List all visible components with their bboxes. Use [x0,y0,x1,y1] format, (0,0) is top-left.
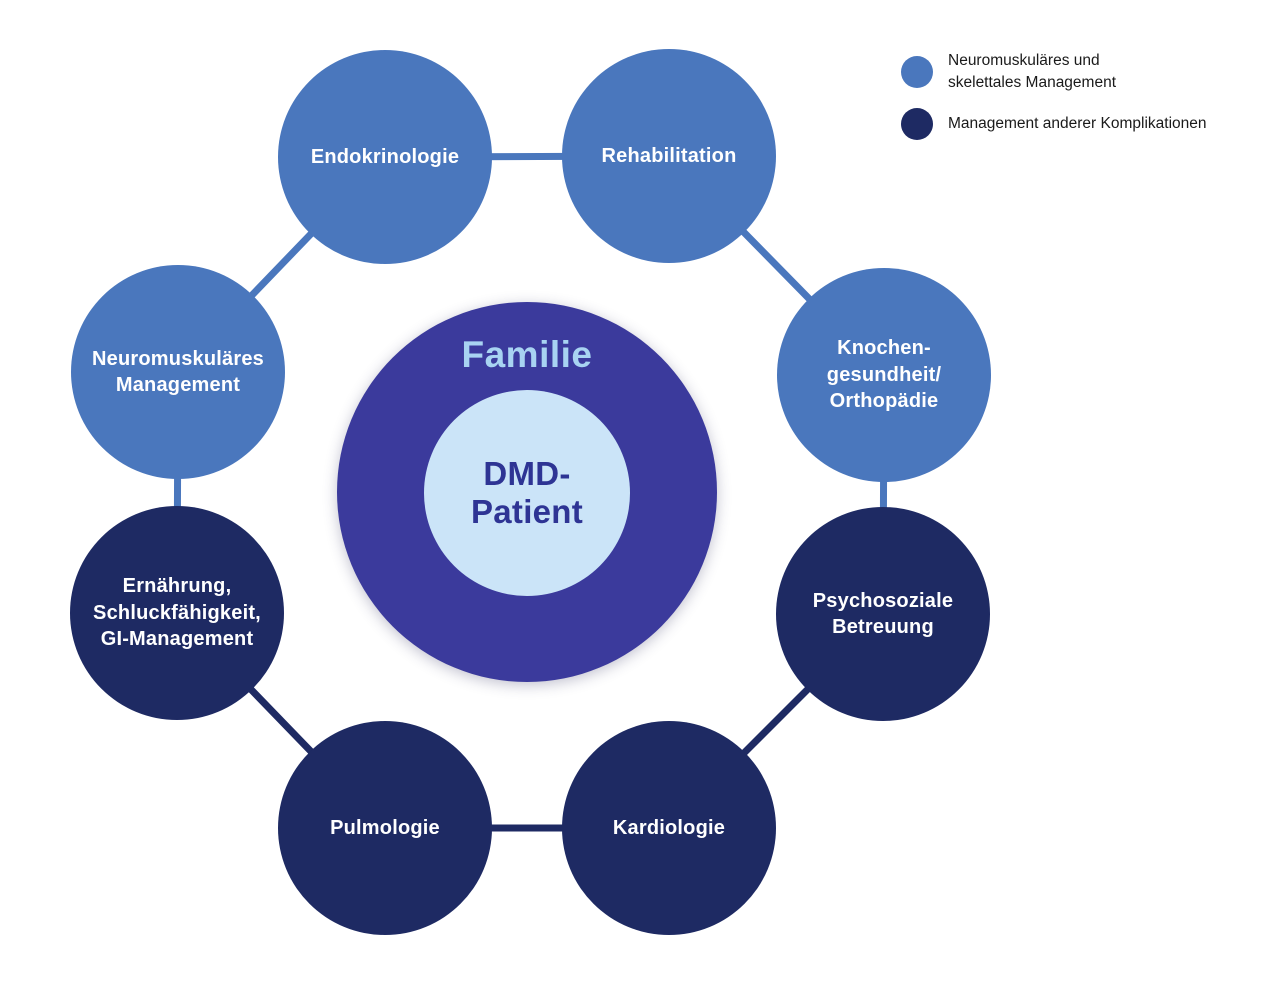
family-circle: Familie DMD- Patient [337,302,717,682]
node-neuromuskulaeres-label: Neuromuskuläres Management [92,347,264,396]
node-rehabilitation: Rehabilitation [562,49,776,263]
legend-label-neuromuskulaer-skelettal: Neuromuskuläres und skelettales Manageme… [948,52,1117,91]
node-rehabilitation-label: Rehabilitation [601,144,737,167]
node-knochengesundheit-orthopaedie: Knochen- gesundheit/ Orthopädie [777,268,991,482]
dmd-patient-label: DMD- Patient [470,455,584,530]
legend: Neuromuskuläres und skelettales Manageme… [901,50,1207,140]
node-endokrinologie: Endokrinologie [278,50,492,264]
legend-item-neuromuskulaer-skelettal: Neuromuskuläres und skelettales Manageme… [901,50,1207,94]
family-label: Familie [461,334,593,375]
dmd-patient-circle: DMD- Patient [424,390,630,596]
node-ernaehrung-gi-management: Ernährung, Schluckfähigkeit, GI-Manageme… [70,506,284,720]
legend-label-andere-komplikationen: Management anderer Komplikationen [948,115,1207,132]
node-kardiologie-label: Kardiologie [612,816,726,839]
node-pulmologie: Pulmologie [278,721,492,935]
node-knochengesundheit-label: Knochen- gesundheit/ Orthopädie [826,337,942,413]
node-psychosoziale-label: Psychosoziale Betreuung [812,589,954,638]
legend-item-andere-komplikationen: Management anderer Komplikationen [901,108,1207,140]
node-psychosoziale-betreuung: Psychosoziale Betreuung [776,507,990,721]
node-pulmologie-label: Pulmologie [330,816,440,839]
legend-dot-light-blue-icon [901,56,933,88]
node-endokrinologie-label: Endokrinologie [310,145,460,168]
legend-dot-dark-navy-icon [901,108,933,140]
node-neuromuskulaeres-management: Neuromuskuläres Management [71,265,285,479]
node-ernaehrung-label: Ernährung, Schluckfähigkeit, GI-Manageme… [93,575,261,651]
node-kardiologie: Kardiologie [562,721,776,935]
